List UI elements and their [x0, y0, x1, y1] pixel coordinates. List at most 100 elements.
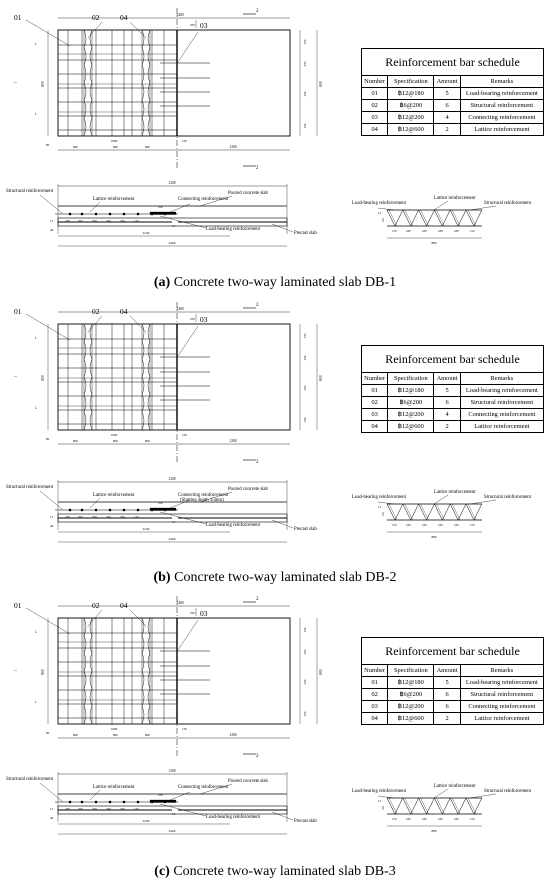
lattice-web — [436, 503, 445, 521]
bar-dot — [108, 212, 112, 216]
lattice-bar — [141, 617, 151, 636]
dimension-label: 2240 — [143, 231, 150, 235]
dimension-label: 200 — [92, 807, 97, 811]
label-lattice-lattice: Lattice reinforcement — [434, 784, 476, 789]
bar-label-02: 02 — [92, 601, 100, 610]
lattice-bar — [141, 705, 151, 724]
label-lattice-structural: Structural reinforcement — [484, 789, 532, 794]
lattice-web — [442, 209, 451, 227]
lattice-web — [467, 797, 477, 815]
lattice-bar — [141, 29, 151, 48]
dimension-label: 200 — [92, 219, 97, 223]
lattice-web — [420, 209, 429, 227]
dimension-label: 1200 — [168, 477, 175, 481]
lattice-web — [449, 209, 459, 227]
leader-line — [469, 793, 497, 799]
dimension-label: 15 — [172, 224, 176, 228]
dimension-label: 2400 — [176, 601, 183, 605]
lattice-web — [410, 503, 419, 521]
dimension-label: 2240 — [143, 819, 150, 823]
dimension-label: 150 — [182, 139, 187, 143]
leader-line — [159, 511, 207, 525]
leader-line — [377, 207, 395, 211]
dimension-label: 800 — [319, 81, 323, 87]
leader-line — [89, 201, 101, 213]
label-lattice-load-bearing: Load-bearing reinforcement — [352, 789, 407, 794]
label-structural: Structural reinforcement — [6, 189, 54, 194]
schedule-title: Reinforcement bar schedule — [361, 345, 544, 373]
leader-line — [129, 315, 147, 333]
bar-label-02: 02 — [92, 307, 100, 316]
label-connecting: Connecting reinforcement — [178, 785, 229, 790]
dimension-label: 1000 — [111, 727, 118, 731]
lattice-bar — [141, 376, 151, 395]
lattice-web — [465, 209, 475, 227]
bar-dot — [122, 508, 126, 512]
dimension-label: 15 — [378, 505, 382, 509]
lattice-bar — [83, 341, 93, 360]
section-marker: └ — [34, 406, 37, 411]
dimension-label: 880 — [431, 241, 436, 245]
lattice-web — [386, 503, 396, 521]
dimension-label: 15 — [172, 520, 176, 524]
leader-line — [433, 788, 449, 799]
dimension-label: 60 — [381, 806, 385, 810]
lattice-web — [473, 503, 483, 521]
lattice-web — [449, 797, 459, 815]
dimension-label: 150 — [303, 711, 307, 716]
section-marker: └ — [34, 336, 37, 341]
dimension-label: 40 — [50, 228, 54, 232]
lattice-web — [434, 797, 443, 815]
bar-dot — [136, 212, 140, 216]
lattice-web — [386, 797, 396, 815]
lattice-bar — [141, 47, 151, 66]
dimension-label: 15 — [50, 807, 54, 811]
lattice-web — [452, 797, 461, 815]
dimension-label: 800 — [145, 733, 150, 737]
axis-marker: ─ — [13, 668, 17, 673]
dimension-label: 800 — [73, 733, 78, 737]
lattice-web — [402, 503, 411, 521]
dimension-label: 180 — [422, 817, 427, 821]
lattice-web — [410, 209, 419, 227]
leader-line — [271, 519, 294, 529]
leader-line — [469, 205, 497, 211]
label-lattice-structural: Structural reinforcement — [484, 495, 532, 500]
lattice-web — [418, 503, 427, 521]
lattice-web — [465, 797, 475, 815]
connecting-bar-section — [149, 799, 177, 803]
dimension-label: 180 — [454, 229, 459, 233]
axis-marker: ─ — [13, 80, 17, 85]
dimension-label: 250 — [158, 501, 163, 505]
dimension-label: 15 — [172, 812, 176, 816]
label-lattice: Lattice reinforcement — [93, 785, 135, 790]
lattice-bar — [141, 117, 151, 136]
axis-marker: ─ — [13, 374, 17, 379]
label-connecting: Connecting reinforcement — [178, 197, 229, 202]
dimension-label: 1000 — [111, 433, 118, 437]
lattice-web — [388, 503, 398, 521]
section-mark-label: 2 — [256, 754, 259, 759]
lattice-web — [418, 209, 427, 227]
leader-line — [39, 490, 64, 511]
lattice-web — [388, 209, 398, 227]
dimension-label: 150 — [470, 523, 475, 527]
leader-line — [87, 21, 103, 39]
dimension-label: 150 — [182, 433, 187, 437]
lattice-bar — [83, 617, 93, 636]
dimension-label: 150 — [303, 123, 307, 128]
slab-outline — [57, 323, 291, 431]
slab-outline — [57, 29, 291, 137]
dimension-label: 150 — [303, 417, 307, 422]
lattice-web — [394, 209, 404, 227]
dimension-label: 180 — [406, 523, 411, 527]
lattice-web — [402, 209, 411, 227]
